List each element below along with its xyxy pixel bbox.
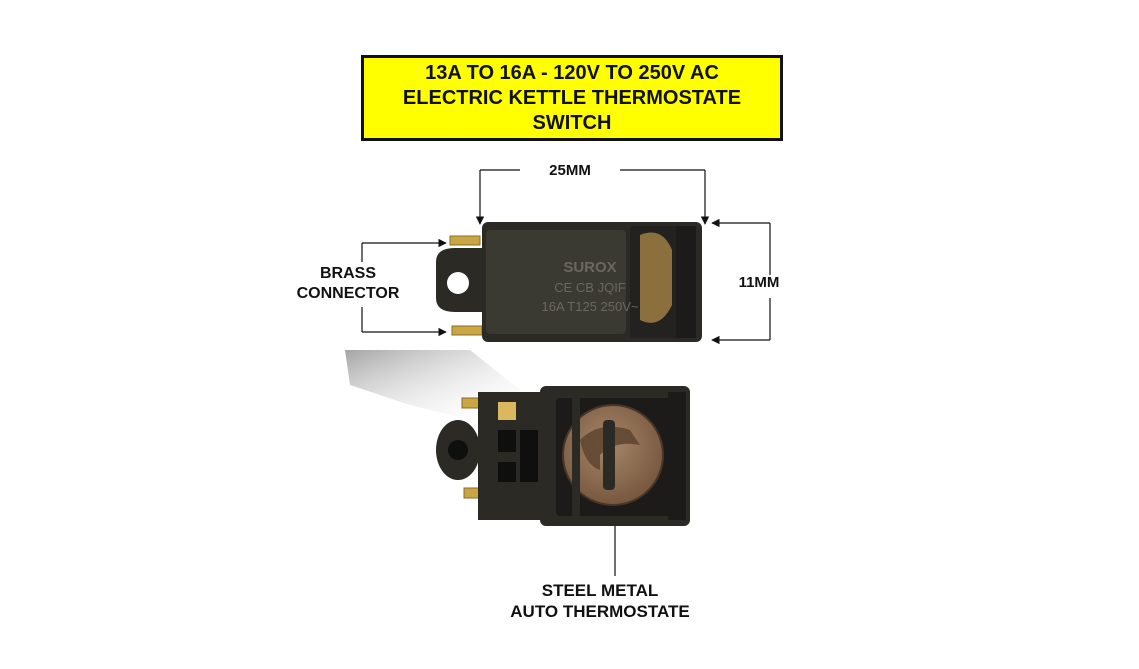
height-label: 11MM [738, 274, 780, 291]
cert-marking: CE CB JQIF [554, 280, 626, 295]
brass-connector-label: BRASS CONNECTOR [283, 264, 413, 304]
thermostat-switch-front: SUROX CE CB JQIF 16A T125 250V~ [436, 222, 702, 342]
title-line-2: ELECTRIC KETTLE THERMOSTATE [402, 86, 742, 109]
brass-label-line-1: BRASS [319, 265, 376, 282]
thermostat-switch-back [436, 386, 690, 526]
brand-marking: SUROX [563, 259, 616, 276]
brass-label-line-2: CONNECTOR [296, 285, 400, 302]
title-line-3: SWITCH [532, 111, 612, 134]
brass-connector-callout [361, 238, 447, 337]
title-line-1: 13A TO 16A - 120V TO 250V AC [425, 61, 719, 84]
dimension-width [475, 169, 710, 225]
rating-marking: 16A T125 250V~ [542, 299, 639, 314]
steel-label-line-1: STEEL METAL [541, 581, 659, 600]
width-label: 25MM [549, 162, 591, 179]
steel-thermostat-label: STEEL METAL AUTO THERMOSTATE [490, 580, 710, 622]
steel-label-line-2: AUTO THERMOSTATE [510, 602, 690, 621]
title-banner: 13A TO 16A - 120V TO 250V AC ELECTRIC KE… [361, 55, 783, 141]
dimension-height [711, 218, 771, 345]
